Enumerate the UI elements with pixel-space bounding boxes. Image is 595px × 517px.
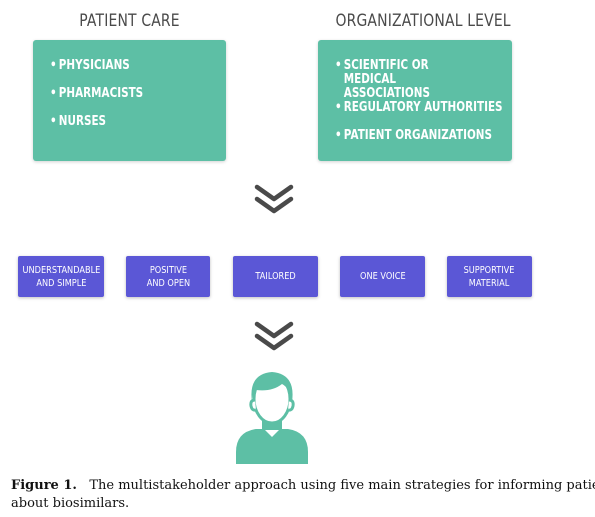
organizational-level-box: •SCIENTIFIC OR MEDICAL ASSOCIATIONS •REG…	[318, 40, 512, 161]
figure-caption: Figure 1. The multistakeholder approach …	[11, 477, 595, 513]
strategy-label: ONE VOICE	[359, 271, 406, 282]
strategy-supportive-material: SUPPORTIVE MATERIAL	[447, 256, 532, 297]
list-item: •SCIENTIFIC OR MEDICAL ASSOCIATIONS	[335, 59, 470, 101]
organizational-level-heading: ORGANIZATIONAL LEVEL	[335, 11, 511, 31]
person-icon	[236, 372, 308, 464]
list-item: •PATIENT ORGANIZATIONS	[335, 128, 492, 143]
strategy-label: TAILORED	[255, 271, 296, 282]
strategy-positive-and-open: POSITIVE AND OPEN	[126, 256, 210, 297]
strategy-one-voice: ONE VOICE	[340, 256, 425, 297]
list-item: •REGULATORY AUTHORITIES	[335, 100, 503, 115]
list-item: •NURSES	[50, 114, 107, 129]
stakeholder-label: PATIENT ORGANIZATIONS	[343, 128, 492, 143]
strategy-tailored: TAILORED	[233, 256, 318, 297]
caption-text: The multistakeholder approach using five…	[89, 478, 595, 493]
strategy-label: POSITIVE AND OPEN	[146, 264, 190, 289]
stakeholder-label: NURSES	[58, 114, 107, 129]
double-chevron-down-icon	[254, 184, 294, 214]
stakeholder-label: SCIENTIFIC OR MEDICAL ASSOCIATIONS	[343, 58, 430, 101]
stakeholder-label: PHARMACISTS	[58, 86, 144, 101]
strategy-understandable-and-simple: UNDERSTANDABLE AND SIMPLE	[18, 256, 104, 297]
patient-care-box: •PHYSICIANS •PHARMACISTS •NURSES	[33, 40, 226, 161]
caption-text-line2: about biosimilars.	[11, 496, 130, 511]
stakeholder-label: PHYSICIANS	[58, 58, 130, 73]
double-chevron-down-icon	[254, 321, 294, 351]
list-item: •PHYSICIANS	[50, 58, 130, 73]
stakeholder-label: REGULATORY AUTHORITIES	[343, 100, 503, 115]
strategy-label: SUPPORTIVE MATERIAL	[464, 264, 515, 289]
strategy-label: UNDERSTANDABLE AND SIMPLE	[22, 264, 100, 289]
figure-label: Figure 1.	[11, 478, 77, 493]
patient-care-heading: PATIENT CARE	[79, 11, 180, 31]
list-item: •PHARMACISTS	[50, 86, 144, 101]
